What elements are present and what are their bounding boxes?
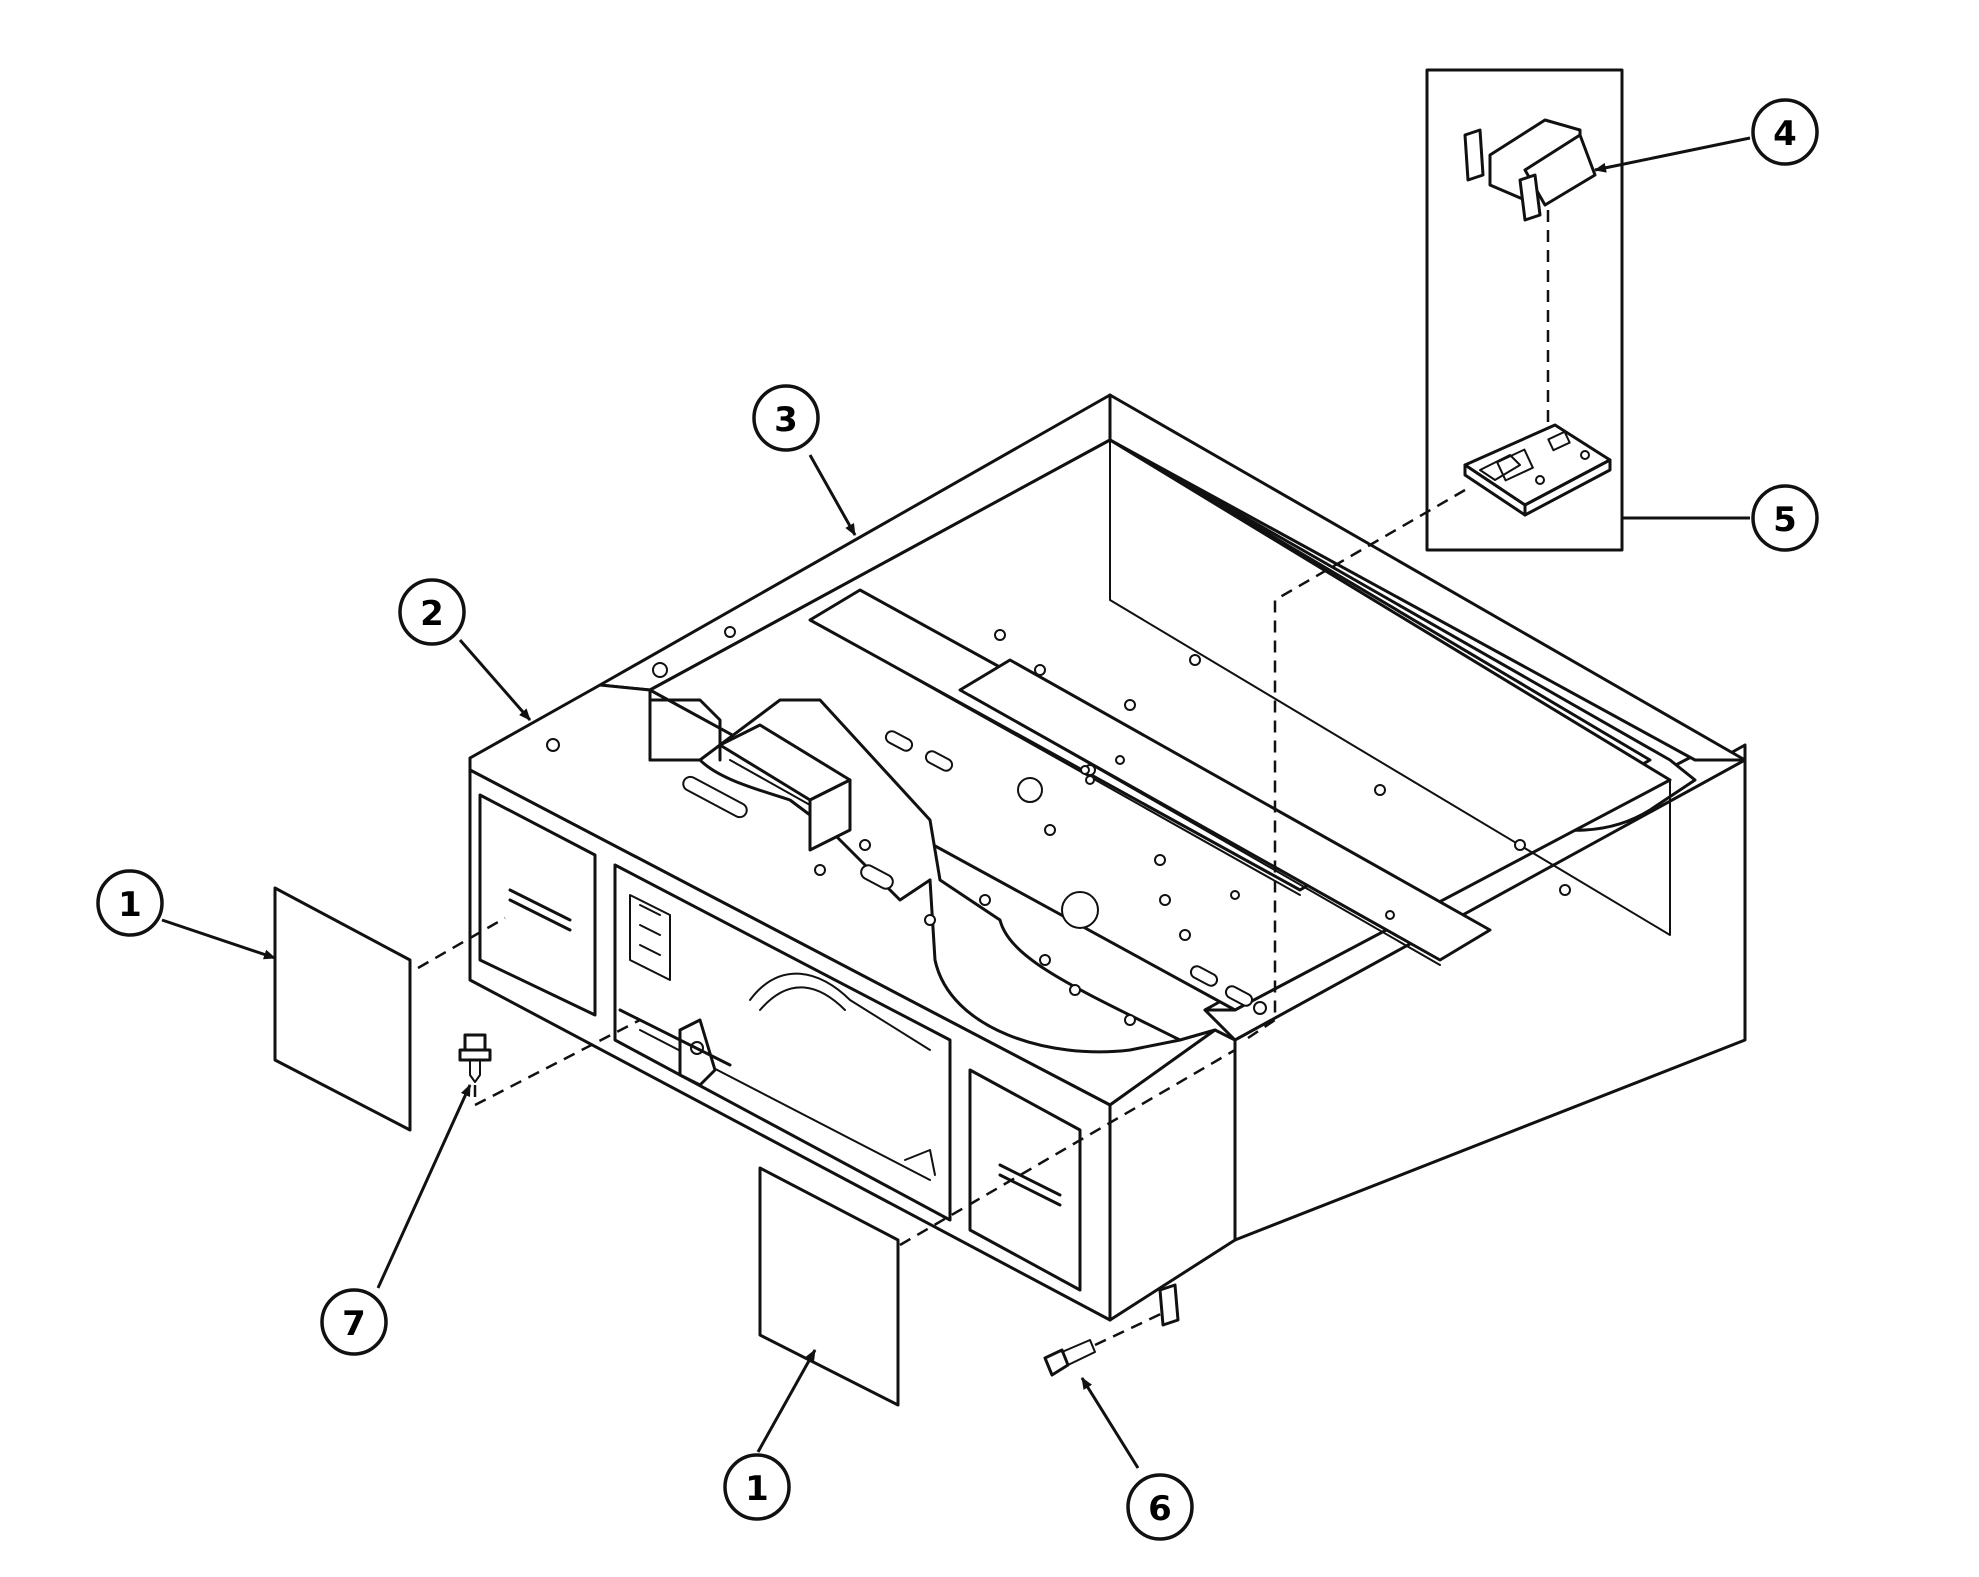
callout-4-label: 4 — [1773, 114, 1797, 154]
leader-6 — [1080, 1377, 1140, 1469]
part-5-module — [1463, 423, 1612, 517]
part-1-cover-panel-left — [273, 886, 412, 1132]
callout-6-label: 6 — [1148, 1489, 1172, 1529]
assembly-guide-lines — [417, 488, 1466, 1347]
pedestal-base — [468, 393, 1747, 1327]
inset-detail-box — [1425, 68, 1624, 552]
leader-1a — [161, 918, 276, 960]
callout-7-label: 7 — [342, 1304, 366, 1344]
leader-4 — [1594, 136, 1751, 173]
leader-2 — [458, 639, 532, 721]
leader-3 — [808, 454, 857, 536]
callout-2-label: 2 — [420, 594, 444, 634]
callout-6: 6 — [1126, 1473, 1194, 1541]
callout-1a: 1 — [96, 869, 164, 937]
callout-3-label: 3 — [774, 400, 798, 440]
callout-1a-label: 1 — [118, 885, 142, 925]
part-4-clip — [1463, 118, 1597, 222]
part-6-screw — [1043, 1339, 1096, 1377]
callout-5: 5 — [1751, 484, 1819, 552]
callout-5-label: 5 — [1773, 500, 1797, 540]
callout-7: 7 — [320, 1288, 388, 1356]
callout-4: 4 — [1751, 98, 1819, 166]
part-7-screw — [458, 1033, 492, 1083]
callout-3: 3 — [752, 384, 820, 452]
leader-1b — [756, 1349, 817, 1453]
callout-2: 2 — [398, 578, 466, 646]
callout-1b-label: 1 — [745, 1469, 769, 1509]
leader-arrows — [161, 136, 1751, 1469]
leader-7 — [376, 1084, 472, 1289]
callout-1b: 1 — [723, 1453, 791, 1521]
part-1-cover-panel-front — [758, 1166, 900, 1407]
